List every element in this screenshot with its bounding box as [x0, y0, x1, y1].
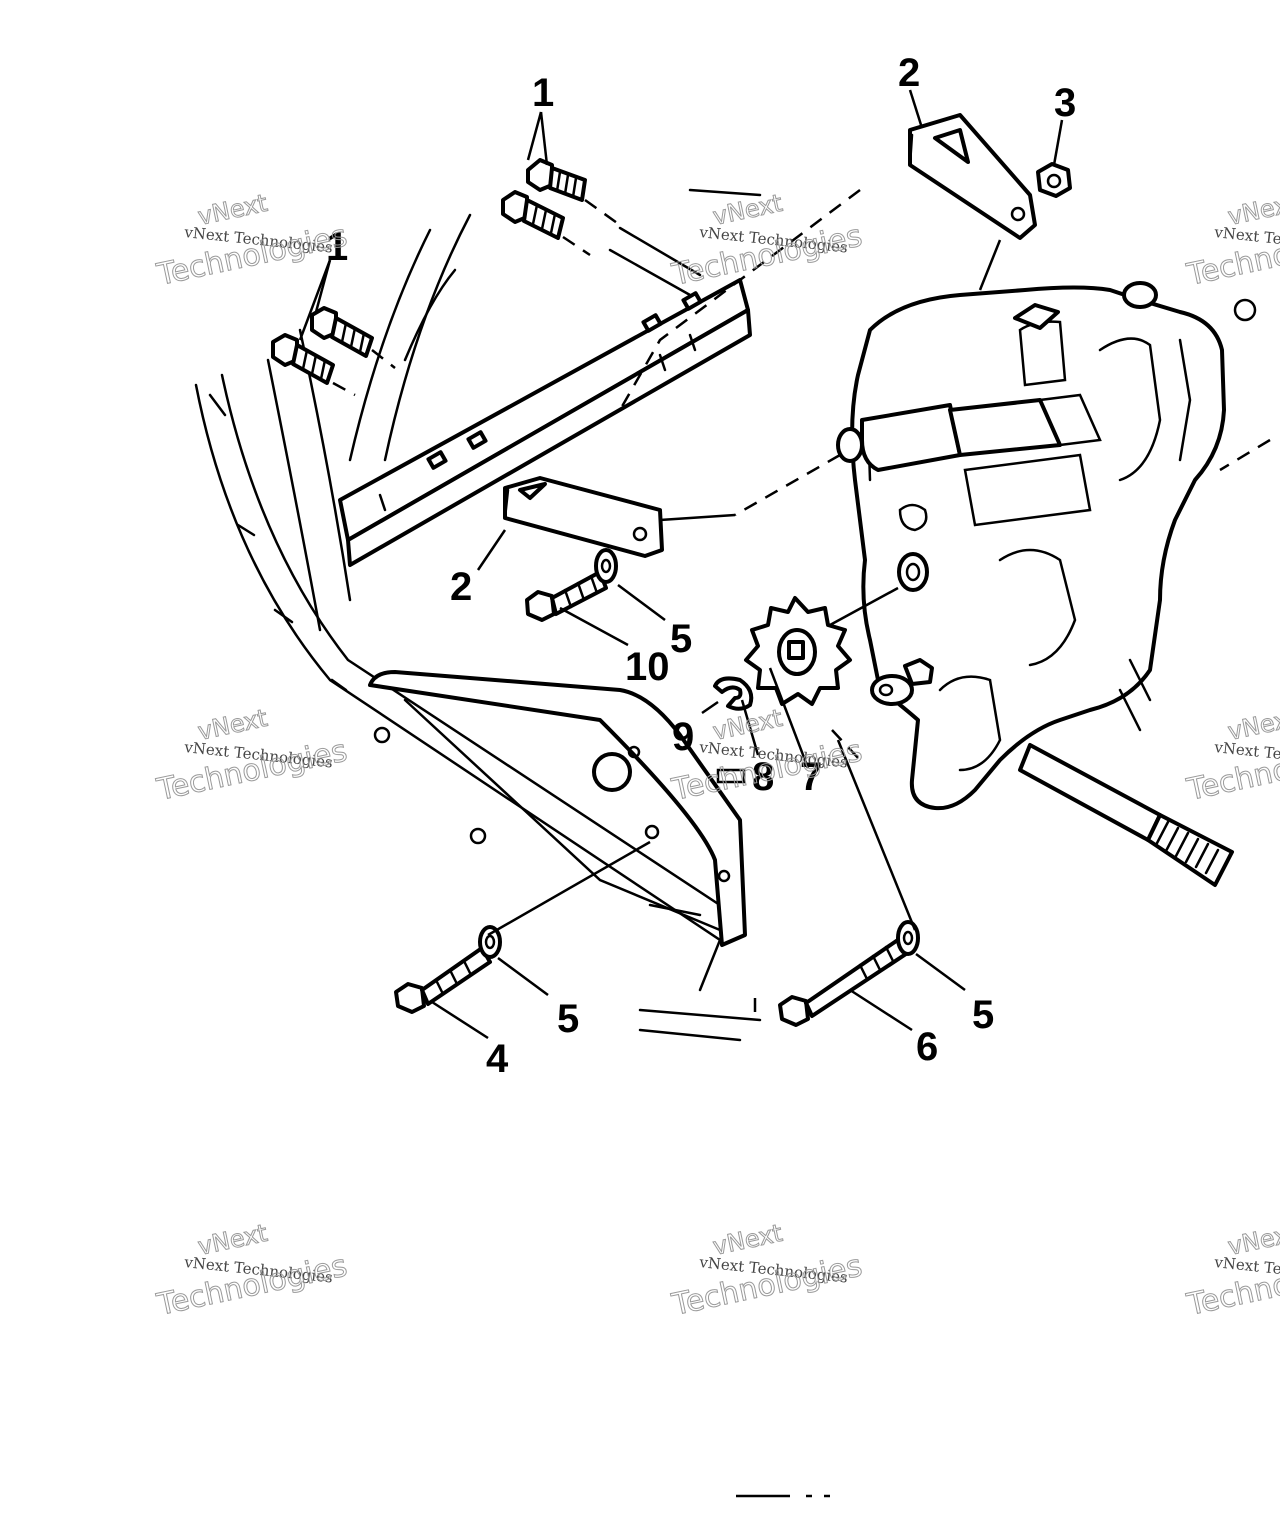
bolt-1d: [271, 333, 335, 385]
bracket-mid: [503, 476, 664, 558]
lower-mounting-plate: [368, 670, 747, 947]
bolt-4: [394, 946, 492, 1014]
callout-5-a: 5: [670, 617, 692, 661]
bolt-1c: [310, 306, 374, 358]
callout-6: 6: [916, 1025, 938, 1069]
leader-lines: [298, 89, 1271, 1040]
watermark-bottom-right: vNext vNext Technologies Technologies: [1183, 1218, 1280, 1323]
nut: [1036, 162, 1072, 198]
callout-7: 7: [800, 755, 822, 799]
watermark-top-right: vNext vNext Technologies Technologies: [1183, 188, 1280, 293]
washer-5c: [896, 920, 920, 956]
callout-1-left: 1: [326, 225, 348, 269]
upper-rail: [338, 226, 752, 567]
watermark-mid-left: vNext vNext Technologies Technologies: [153, 703, 351, 808]
retaining-clip: [713, 676, 754, 711]
watermark-top-center: vNext vNext Technologies Technologies: [668, 188, 866, 293]
callout-1-top: 1: [532, 71, 554, 115]
callout-4: 4: [486, 1037, 509, 1081]
callout-2-mid: 2: [450, 565, 472, 609]
callout-5-c: 5: [972, 993, 994, 1037]
watermark-bottom-left: vNext vNext Technologies Technologies: [153, 1218, 351, 1323]
callout-3: 3: [1054, 81, 1076, 125]
callout-labels: 1 1 2 3 2 5 10 9 8 7 5 4 5 6: [326, 51, 1076, 1081]
bracket-upper: [908, 113, 1037, 240]
watermark-bottom-center: vNext vNext Technologies Technologies: [668, 1218, 866, 1323]
washer-5a: [594, 548, 618, 584]
bolt-6: [778, 933, 914, 1027]
bolt-10: [525, 570, 608, 622]
callout-10: 10: [625, 645, 670, 689]
bolt-1a: [526, 158, 587, 202]
output-shaft: [1018, 743, 1234, 887]
frame-tube-outer: [194, 188, 762, 1042]
callout-8: 8: [752, 755, 774, 799]
gearbox: [836, 281, 1257, 811]
snap-ring: [716, 768, 746, 784]
callout-2-top: 2: [898, 51, 920, 95]
callout-5-b: 5: [557, 997, 579, 1041]
watermark-top-left: vNext vNext Technologies Technologies: [153, 188, 351, 293]
bolt-1b: [501, 190, 565, 240]
sprocket: [744, 596, 852, 706]
washer-5b: [478, 925, 502, 959]
callout-9: 9: [672, 715, 694, 759]
watermark-mid-right: vNext vNext Technologies Technologies: [1183, 703, 1280, 808]
